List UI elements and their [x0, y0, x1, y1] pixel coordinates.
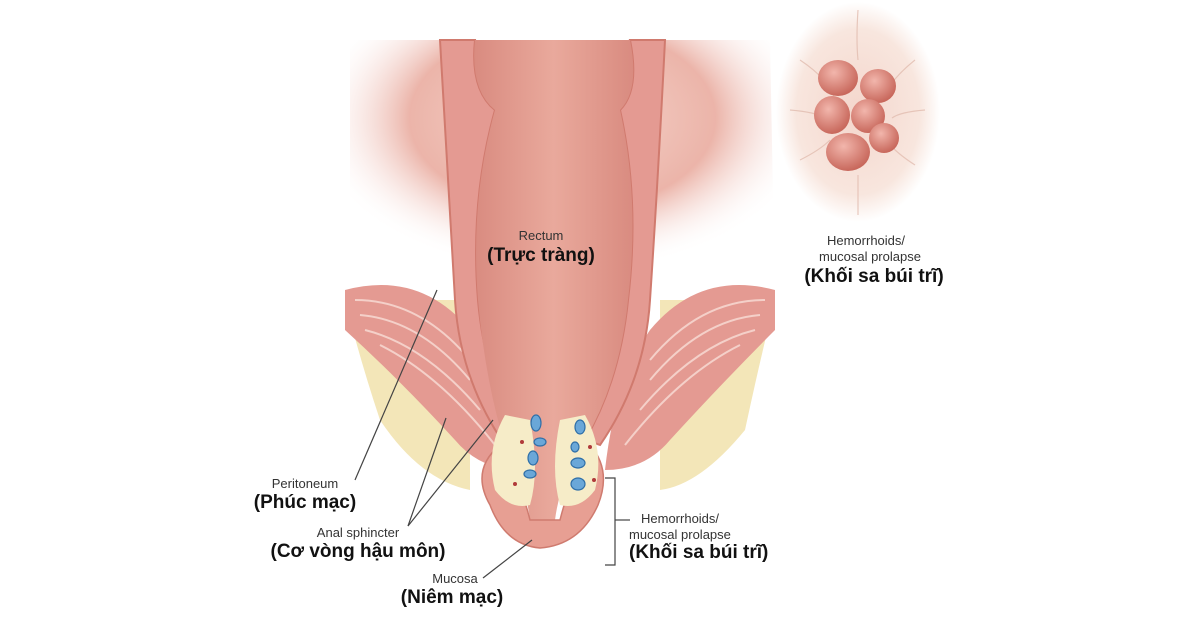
anal-sphincter-label: Anal sphincter: [316, 525, 400, 540]
vein: [570, 457, 586, 469]
mucosa-label-vi: (Niêm mạc): [400, 587, 504, 608]
anal-cushion-left: [491, 415, 535, 506]
anal-sphincter-label-vi: (Cơ vòng hậu môn): [270, 541, 446, 562]
inset-hemorrhoids-label: Hemorrhoids/: [826, 233, 906, 248]
vein: [527, 450, 539, 466]
vein: [570, 441, 580, 453]
hemorrhoid-inset: [776, 2, 940, 222]
vein: [523, 469, 537, 479]
vein: [574, 419, 586, 435]
peritoneum-label: Peritoneum: [271, 476, 339, 491]
hemorrhoid-bracket: [605, 477, 616, 566]
peritoneum-label-vi: (Phúc mạc): [253, 492, 357, 513]
inset-hemorrhoids-label-2: mucosal prolapse: [819, 249, 921, 264]
peritoneum-leader: [354, 289, 438, 481]
hemorrhoids-label-vi: (Khối sa búi trĩ): [629, 542, 769, 563]
vein: [533, 437, 547, 447]
rectum-label: Rectum: [518, 228, 564, 243]
sphincter-leader-1: [407, 417, 447, 527]
rectum-label-vi: (Trực tràng): [487, 245, 595, 266]
vein: [570, 477, 586, 491]
sphincter-leader-2: [407, 419, 494, 527]
mucosa-label: Mucosa: [432, 571, 478, 586]
mucosa-leader: [482, 539, 533, 579]
rectum: [474, 40, 634, 520]
hemorrhoids-label-2: mucosal prolapse: [629, 527, 731, 542]
hemorrhoids-label: Hemorrhoids/: [641, 511, 720, 526]
inset-hemorrhoids-label-vi: (Khối sa búi trĩ): [804, 266, 944, 287]
vein: [530, 414, 542, 432]
